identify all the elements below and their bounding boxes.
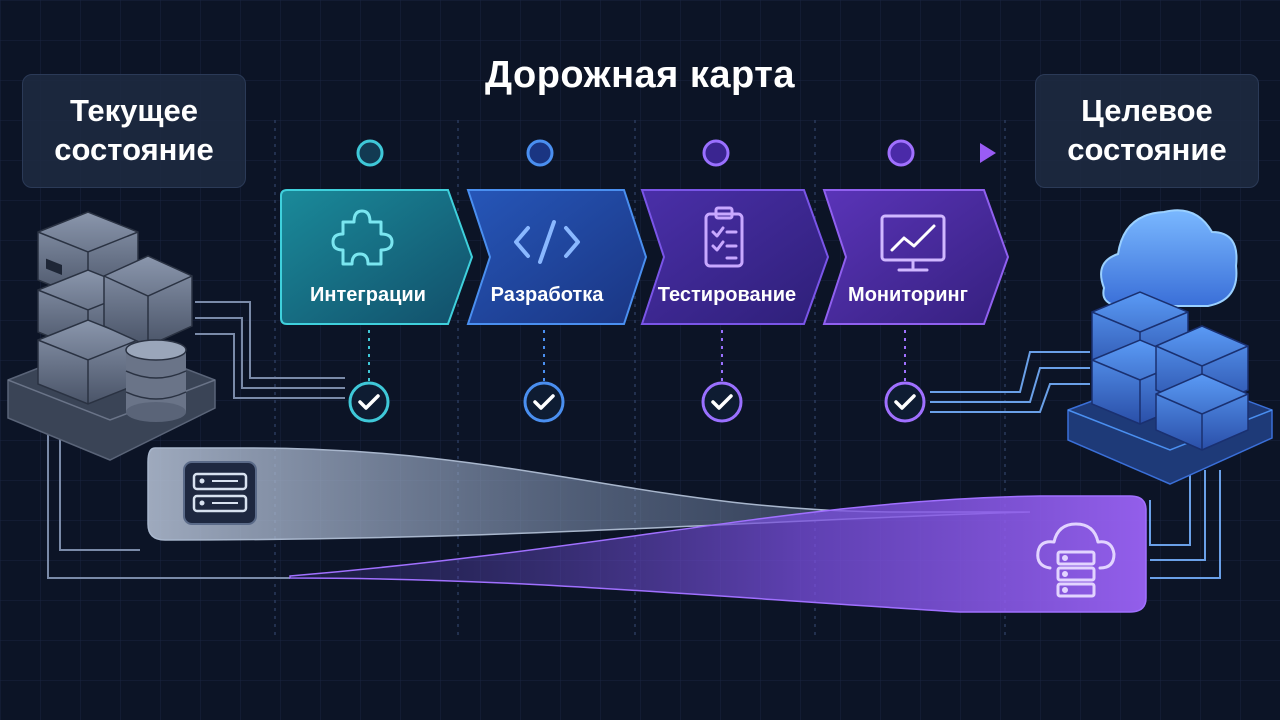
timeline-node <box>356 139 384 167</box>
legacy-server-stack <box>7 211 216 461</box>
check-icon <box>884 381 926 423</box>
right-circuit-lines <box>930 351 1221 579</box>
puzzle-icon <box>331 209 394 266</box>
phase-label-integrations: Интеграции <box>310 284 426 306</box>
cloud-migration-band <box>289 495 1147 613</box>
current-state-box: Текущее состояние <box>22 74 246 188</box>
check-icon <box>348 381 390 423</box>
timeline-node <box>887 139 915 167</box>
current-state-line1: Текущее <box>69 93 198 129</box>
phase-card-integrations[interactable] <box>280 189 474 325</box>
left-circuit-lines <box>47 301 345 579</box>
check-connectors <box>368 330 906 383</box>
check-icon <box>701 381 743 423</box>
clipboard-checklist-icon <box>704 206 744 268</box>
phase-card-monitoring[interactable] <box>822 189 1010 325</box>
timeline-node <box>702 139 730 167</box>
target-cloud-infrastructure <box>1067 209 1273 485</box>
cloud-server-icon <box>1036 522 1116 598</box>
timeline <box>278 139 996 167</box>
target-state-line2: состояние <box>1067 132 1227 167</box>
timeline-node <box>526 139 554 167</box>
code-icon <box>514 220 580 264</box>
migration-bands <box>147 447 1147 613</box>
current-state-line2: состояние <box>54 132 214 167</box>
phase-label-development: Разработка <box>490 284 604 306</box>
check-icon <box>523 381 565 423</box>
server-unit <box>1155 373 1249 451</box>
phase-label-testing: Тестирование <box>657 284 797 306</box>
page-title: Дорожная карта <box>484 54 796 96</box>
database-icon <box>125 339 187 422</box>
server-rack-icon <box>183 461 257 525</box>
phase-label-monitoring: Мониторинг <box>848 284 968 306</box>
target-state-line1: Целевое <box>1081 93 1213 129</box>
target-state-box: Целевое состояние <box>1035 74 1259 188</box>
check-circles <box>348 381 926 423</box>
phase-card-development[interactable] <box>466 189 648 325</box>
monitor-chart-icon <box>880 214 946 272</box>
server-unit <box>103 255 193 347</box>
